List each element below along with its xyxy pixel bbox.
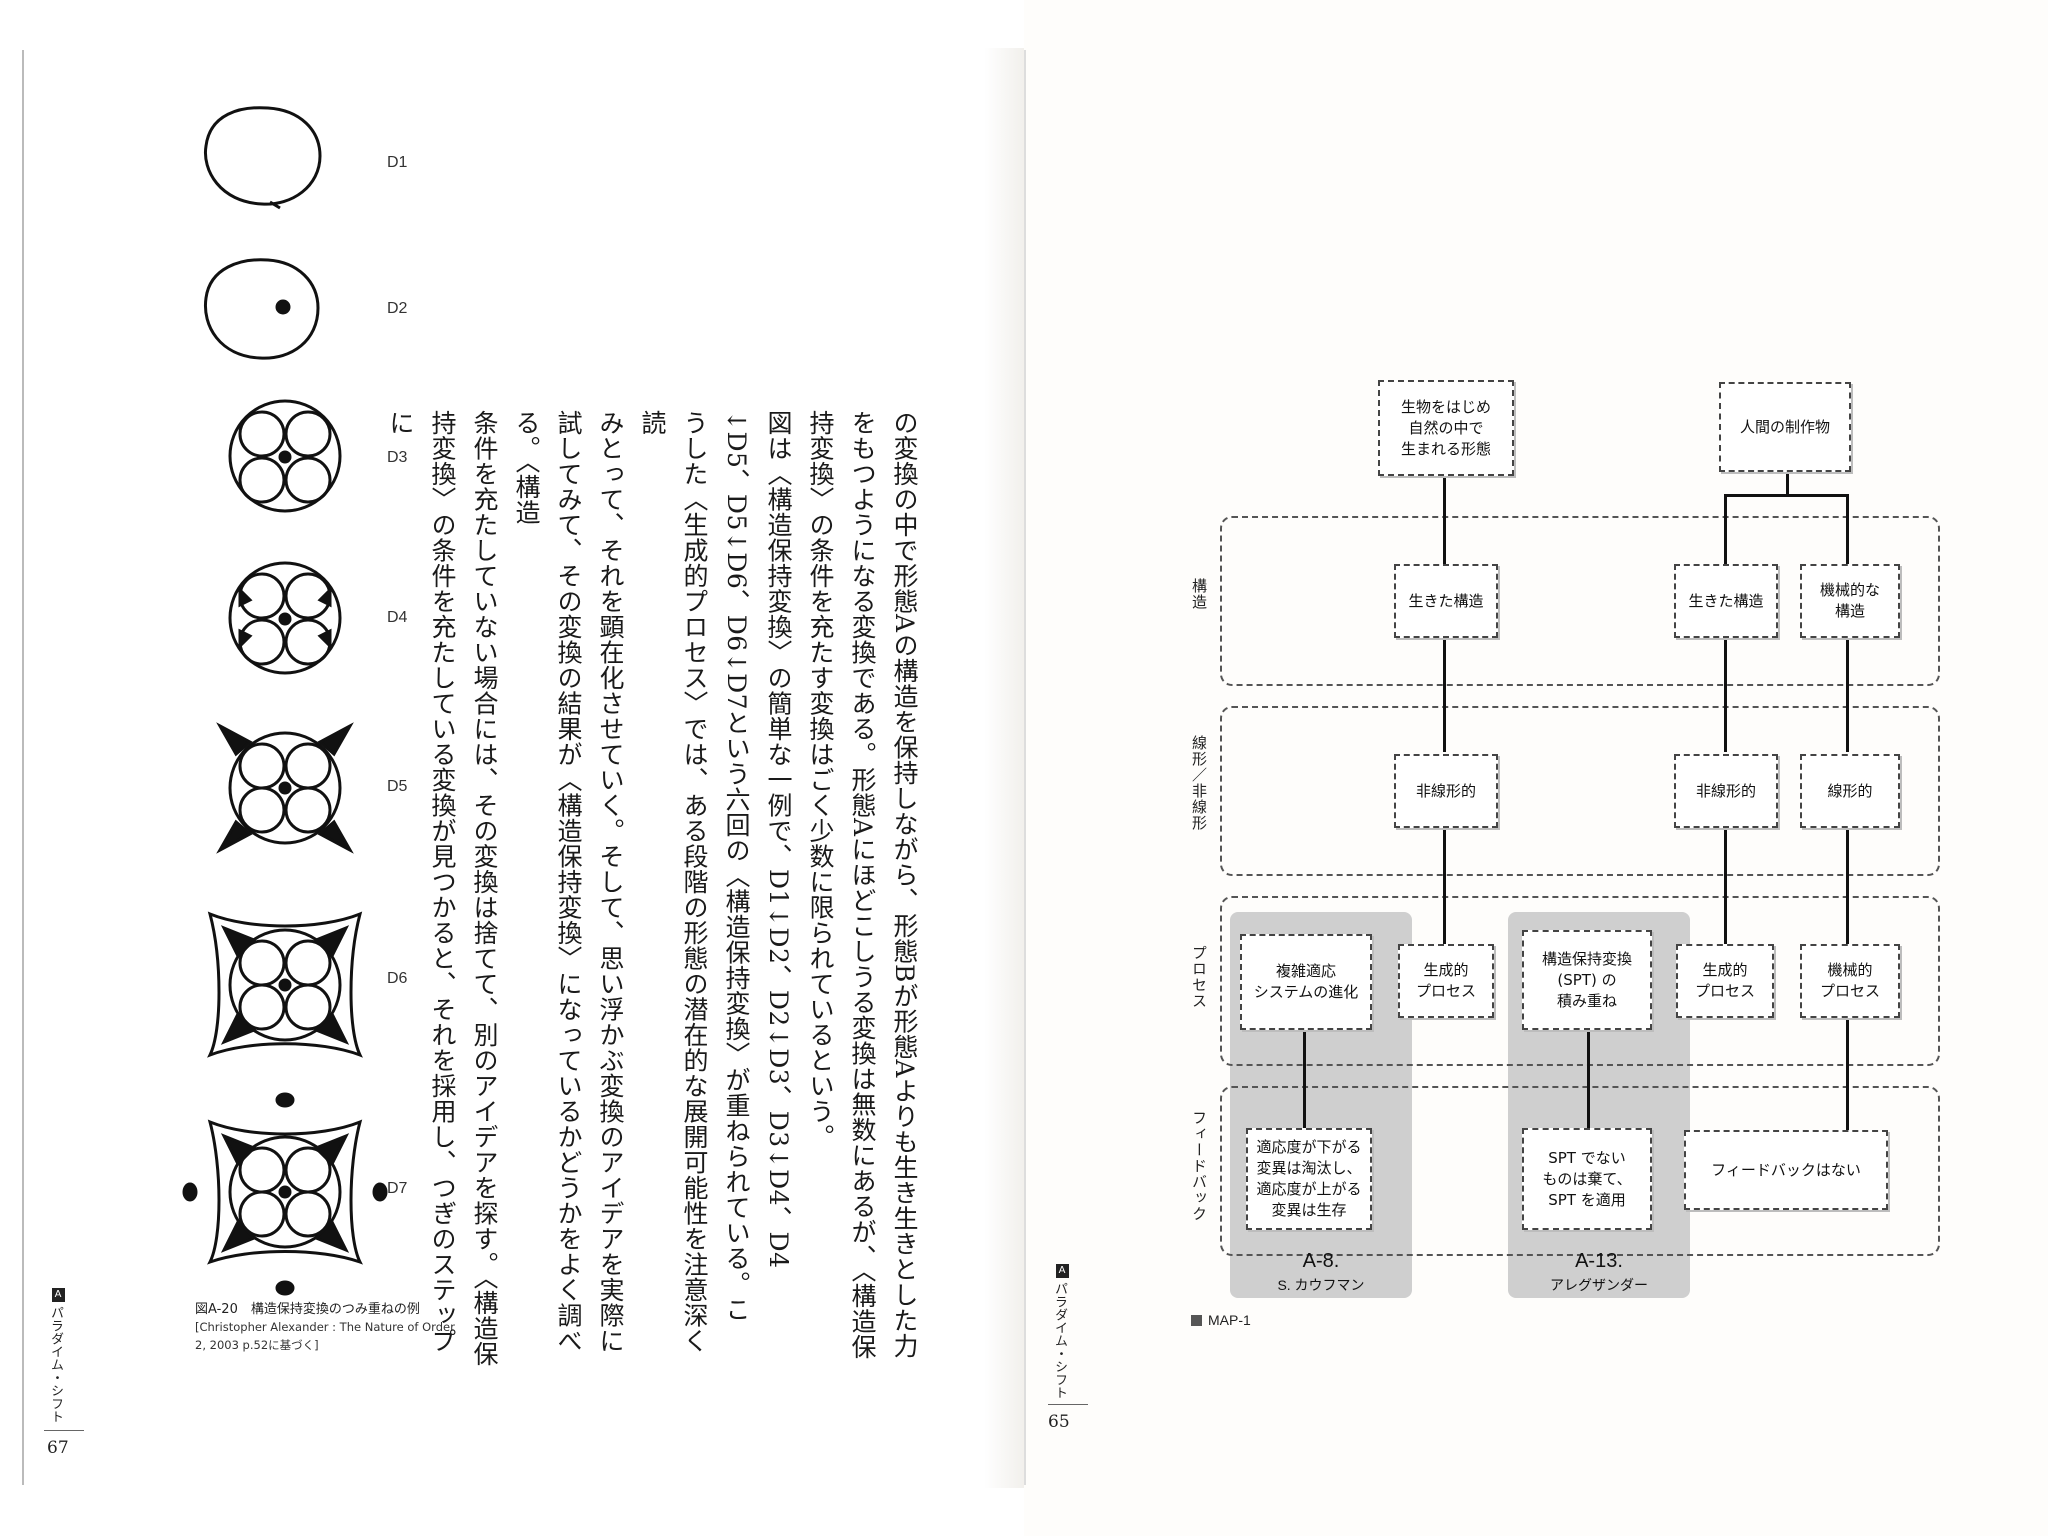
body-column: うした〈生成的プロセス〉では、ある段階の形態の潜在的な展開可能性を注意深く読 (638, 410, 709, 1354)
label-d5: D5 (387, 778, 408, 795)
page-number-rule (44, 1430, 84, 1431)
shape-d1 (203, 106, 322, 210)
label-d3: D3 (387, 449, 408, 466)
column-code: A-13. (1575, 1250, 1623, 1272)
band-label-linearity: 線形／非線形 (1190, 735, 1208, 831)
body-column: みとって、それを顕在化させていく。そして、思い浮かぶ変換のアイデアを実際に (596, 410, 625, 1354)
body-column: 試してみて、その変換の結果が〈構造保持変換〉になっているかどうかをよく調べる。〈… (512, 410, 583, 1354)
gutter-shadow (984, 48, 1024, 1488)
band-label-structure: 構造 (1190, 578, 1208, 610)
node-mechanical-structure: 機械的な 構造 (1800, 564, 1900, 638)
shape-d2 (203, 258, 320, 360)
connector (1846, 640, 1849, 752)
label-d4: D4 (387, 609, 408, 626)
map-square-icon (1191, 1315, 1202, 1326)
map-diagram: 構造 線形／非線形 プロセス フィードバック 生物をはじめ 自然の中で 生まれる… (1024, 0, 2048, 1536)
band-feedback (1220, 1086, 1940, 1256)
column-name: S. カウフマン (1277, 1277, 1365, 1293)
node-living-structure-right: 生きた構造 (1674, 564, 1778, 638)
shape-d4 (228, 561, 342, 675)
shape-d3 (228, 399, 342, 513)
body-column: 持変換〉の条件を充たしている変換が見つかると、それを採用し、つぎのステップに (386, 410, 457, 1354)
running-head-right: A パラダイム・シフト (1052, 1258, 1072, 1399)
connector (1724, 494, 1849, 497)
band-structure (1220, 516, 1940, 686)
connector (1724, 494, 1727, 580)
connector (1443, 470, 1446, 580)
map-label-text: MAP-1 (1208, 1312, 1251, 1328)
column-title-alexander: A-13. アレグザンダー (1508, 1250, 1690, 1295)
connector (1846, 825, 1849, 945)
band-label-process: プロセス (1190, 945, 1208, 1009)
body-column: の変換の中で形態Aの構造を保持しながら、形態Bが形態Aよりも生き生きとした力 (890, 410, 919, 1359)
node-complex-adaptive: 複雑適応 システムの進化 (1240, 934, 1372, 1030)
figure-credit: [Christopher Alexander : The Nature of O… (195, 1320, 455, 1352)
shape-d5 (216, 722, 354, 854)
figure-drawings (182, 106, 388, 1296)
label-d6: D6 (387, 970, 408, 987)
label-d1: D1 (387, 154, 408, 171)
band-linearity (1220, 706, 1940, 876)
connector (1724, 825, 1727, 945)
right-page: 構造 線形／非線形 プロセス フィードバック 生物をはじめ 自然の中で 生まれる… (1024, 0, 2048, 1536)
node-linear: 線形的 (1800, 754, 1900, 828)
body-text: の変換の中で形態Aの構造を保持しながら、形態Bが形態Aよりも生き生きとした力 を… (386, 410, 925, 1370)
page-edge-left (22, 50, 24, 1485)
node-generative-right: 生成的 プロセス (1676, 944, 1774, 1018)
node-mechanical-process: 機械的 プロセス (1800, 944, 1900, 1018)
page-edge-gutter (1024, 50, 1026, 1485)
section-marker: A (1055, 1264, 1069, 1278)
label-d2: D2 (387, 300, 408, 317)
node-fitness-feedback: 適応度が下がる 変異は淘汰し、 適応度が上がる 変異は生存 (1246, 1128, 1372, 1230)
connector (1587, 1030, 1590, 1150)
column-name: アレグザンダー (1550, 1277, 1648, 1293)
map-label: MAP-1 (1191, 1312, 1251, 1328)
running-head-title: パラダイム・シフト (1052, 1282, 1067, 1399)
node-nonlinear-left: 非線形的 (1394, 754, 1498, 828)
node-spt-accumulation: 構造保持変換 (SPT) の 積み重ね (1522, 930, 1652, 1030)
body-column: 条件を充たしていない場合には、その変換は捨てて、別のアイデアを探す。〈構造保 (470, 410, 499, 1367)
connector (1724, 640, 1727, 752)
shape-d7 (182, 1092, 388, 1296)
shape-d6 (207, 911, 363, 1058)
connector (1786, 470, 1789, 496)
page-number: 67 (47, 1438, 69, 1458)
node-spt-feedback: SPT でない ものは棄て、 SPT を適用 (1522, 1128, 1652, 1230)
connector (1443, 640, 1446, 752)
running-head-title: パラダイム・シフト (48, 1306, 63, 1423)
band-process (1220, 896, 1940, 1066)
body-column: 図は〈構造保持変換〉の簡単な一例で、D1↓D2、D2↓D3、D3↓D4、D4 (764, 410, 793, 1269)
page-number-rule (1048, 1404, 1088, 1405)
column-title-kauffman: A-8. S. カウフマン (1230, 1250, 1412, 1295)
label-d7: D7 (387, 1180, 408, 1197)
left-page: D1 D2 D3 D4 D5 D6 D7 図A-20 構造保持変換のつみ重ねの例… (22, 48, 1024, 1488)
node-nonlinear-right: 非線形的 (1674, 754, 1778, 828)
node-no-feedback: フィードバックはない (1684, 1130, 1888, 1210)
band-label-feedback: フィードバック (1190, 1110, 1208, 1222)
figure-caption: 図A-20 構造保持変換のつみ重ねの例 (195, 1302, 420, 1317)
connector (1443, 825, 1446, 945)
node-generative-left: 生成的 プロセス (1398, 944, 1494, 1018)
node-natural-forms: 生物をはじめ 自然の中で 生まれる形態 (1378, 380, 1514, 476)
connector (1846, 494, 1849, 580)
connector (1846, 1015, 1849, 1133)
column-code: A-8. (1302, 1250, 1340, 1272)
section-marker: A (51, 1288, 65, 1302)
running-head-left: A パラダイム・シフト (48, 1282, 68, 1423)
node-living-structure-left: 生きた構造 (1394, 564, 1498, 638)
page-number: 65 (1048, 1412, 1070, 1432)
body-column: ↓D5、D5↓D6、D6↓D7という六回の〈構造保持変換〉が重ねられている。こ (722, 410, 751, 1323)
connector (1303, 1030, 1306, 1150)
node-human-made: 人間の制作物 (1719, 382, 1851, 472)
body-column: をもつようになる変換である。形態Aにほどこしうる変換は無数にあるが、〈構造保 (848, 410, 877, 1360)
body-column: 持変換〉の条件を充たす変換はごく少数に限られているという。 (806, 410, 835, 1150)
